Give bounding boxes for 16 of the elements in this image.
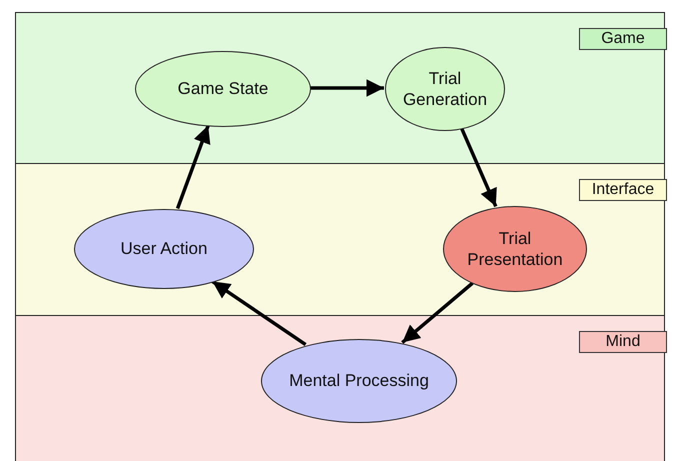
arrow (310, 79, 384, 97)
node-label: User Action (120, 238, 208, 260)
node-label: Mental Processing (289, 370, 429, 392)
arrow (211, 280, 307, 346)
arrow (176, 124, 210, 210)
node-label: Game State (178, 78, 268, 100)
node-label: Trial Generation (402, 68, 488, 110)
layer-band (15, 315, 665, 461)
layer-band (15, 12, 665, 163)
layer-band (15, 163, 665, 315)
layer-tag: Interface (579, 179, 667, 201)
arrow (401, 282, 474, 344)
node-label: Trial Presentation (466, 228, 564, 270)
layer-tag: Mind (579, 331, 667, 353)
layer-tag: Game (579, 28, 667, 50)
arrow (460, 127, 498, 208)
